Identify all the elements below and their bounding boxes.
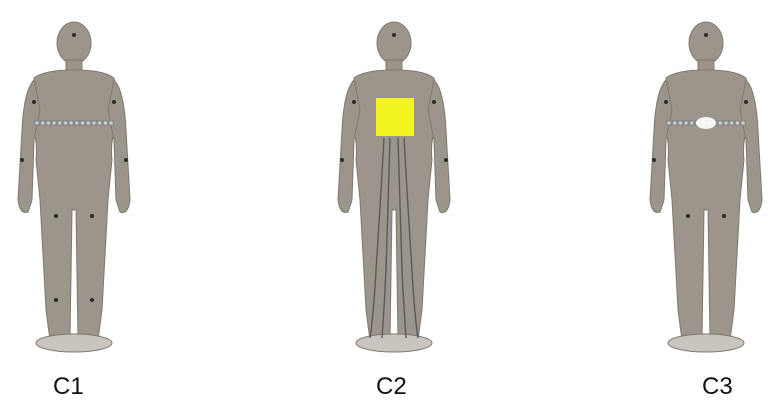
mannequin-c2 <box>324 10 464 360</box>
belt-bead <box>736 121 739 124</box>
figure-panel-c2: C2 <box>320 0 470 405</box>
belt-bead <box>742 121 745 124</box>
belt-bead <box>685 121 688 124</box>
belt-bead <box>47 121 50 124</box>
figure-panel-c3: C3 <box>632 0 777 405</box>
belt-bead <box>98 121 101 124</box>
mannequin-base <box>356 334 432 352</box>
sensor-belt <box>34 120 114 126</box>
belt-bead <box>58 121 61 124</box>
belt-bead <box>690 121 693 124</box>
belt-bead <box>53 121 56 124</box>
belt-bead <box>730 121 733 124</box>
belt-bead <box>667 121 670 124</box>
belt-bead <box>70 121 73 124</box>
belt-bead <box>673 121 676 124</box>
yellow-chest-patch <box>376 98 414 136</box>
bright-center-spot <box>696 117 716 129</box>
belt-bead <box>724 121 727 124</box>
figure-label-c2: C2 <box>376 373 407 401</box>
belt-bead <box>110 121 113 124</box>
mannequin-base <box>668 334 744 352</box>
mannequin-base <box>36 334 112 352</box>
belt-bead <box>92 121 95 124</box>
belt-band <box>34 120 114 126</box>
belt-bead <box>64 121 67 124</box>
belt-bead <box>87 121 90 124</box>
figure-label-c1: C1 <box>53 373 84 401</box>
belt-bead <box>104 121 107 124</box>
figure-label-c3: C3 <box>702 373 733 401</box>
belt-bead <box>679 121 682 124</box>
mannequin-c3 <box>636 10 776 360</box>
belt-bead <box>41 121 44 124</box>
belt-bead <box>719 121 722 124</box>
belt-bead <box>35 121 38 124</box>
mannequin-c1 <box>4 10 144 360</box>
belt-bead <box>75 121 78 124</box>
belt-bead <box>81 121 84 124</box>
figure-panel-c1: C1 <box>0 0 150 405</box>
